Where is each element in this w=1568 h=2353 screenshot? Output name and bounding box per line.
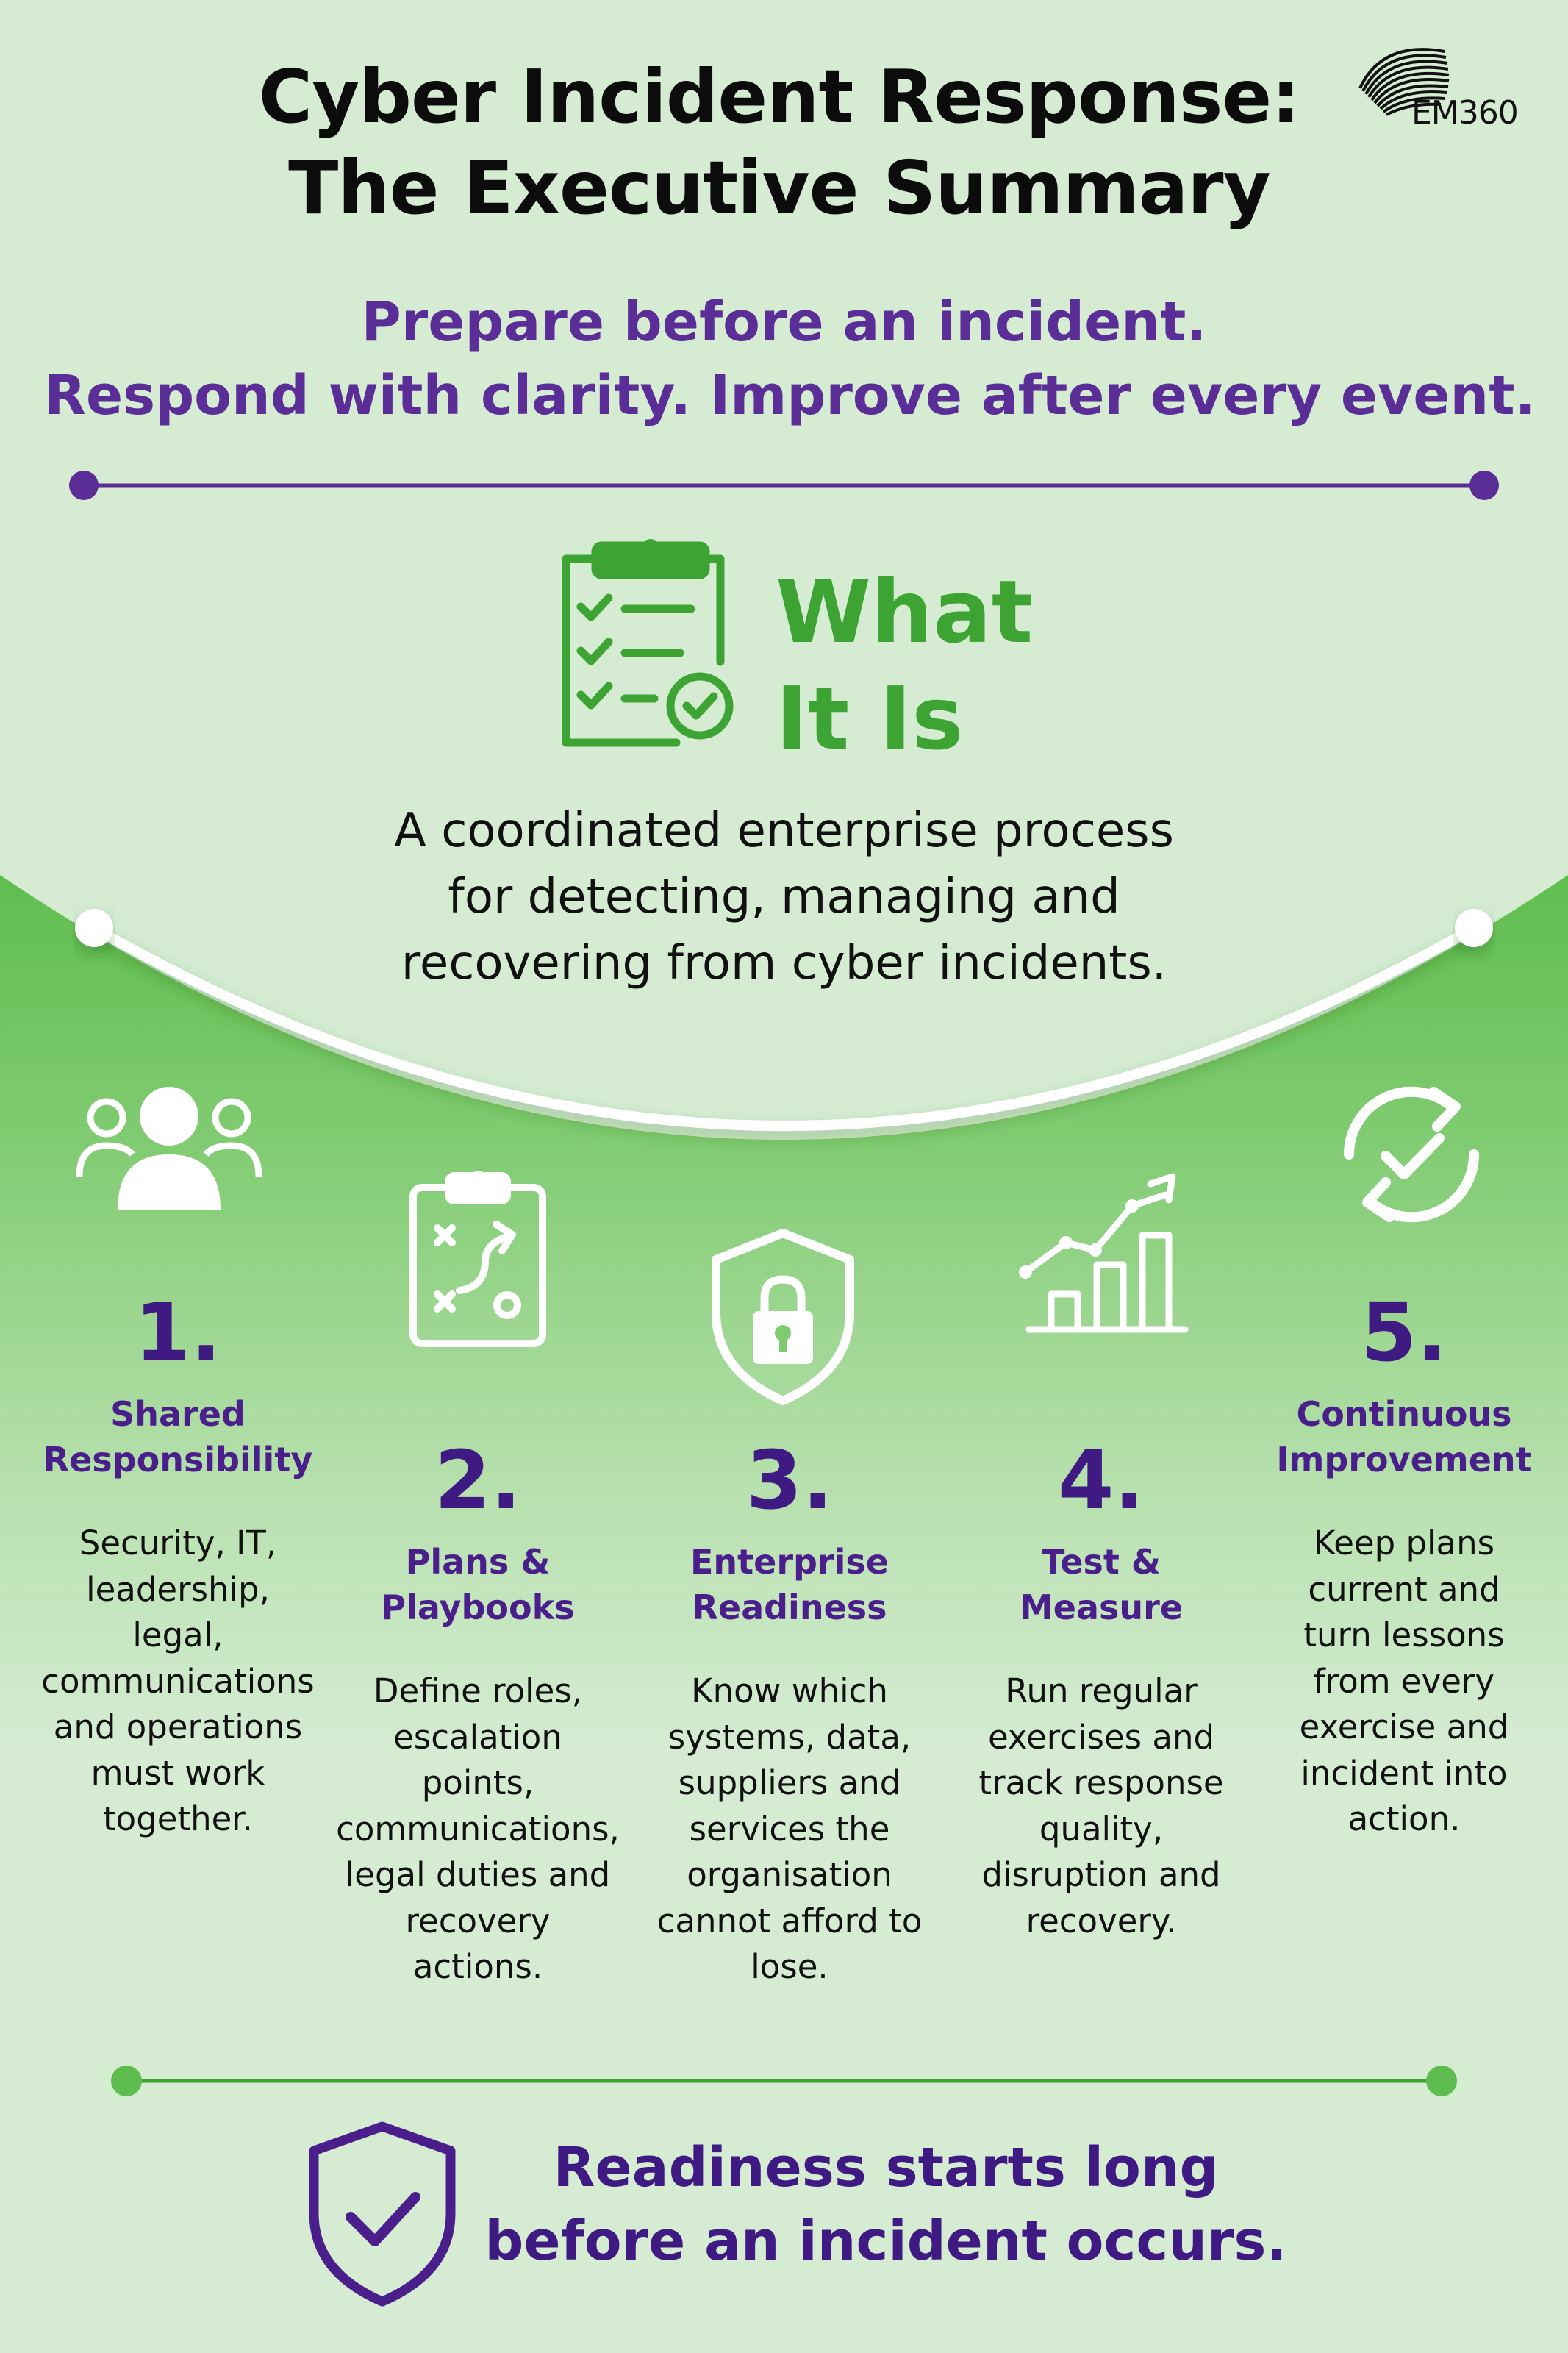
top-divider xyxy=(69,471,1499,500)
item-3: 3. Enterprise Readiness Know which syste… xyxy=(635,1436,944,1990)
item-5: 5. Continuous Improvement Keep plans cur… xyxy=(1250,1288,1558,1843)
logo-mark-icon xyxy=(1358,48,1450,116)
tagline: Prepare before an incident. Respond with… xyxy=(44,290,1536,427)
shield-check-icon xyxy=(309,2121,456,2307)
item-heading: Test & Measure xyxy=(1019,1542,1184,1627)
footer-message: Readiness starts long before an incident… xyxy=(484,2136,1287,2273)
item-number: 3. xyxy=(745,1433,834,1527)
shield-lock-icon xyxy=(712,1229,854,1405)
team-icon xyxy=(76,1087,262,1210)
curved-divider xyxy=(0,846,1568,1140)
item-heading: Continuous Improvement xyxy=(1276,1394,1532,1479)
item-body: Define roles, escalation points, communi… xyxy=(336,1671,620,1986)
logo-text: EM360 xyxy=(1411,94,1519,132)
strategy-clipboard-icon xyxy=(409,1171,546,1347)
item-heading: Enterprise Readiness xyxy=(690,1542,889,1627)
refresh-check-icon xyxy=(1343,1086,1480,1223)
item-1: 1. Shared Responsibility Security, IT, l… xyxy=(24,1288,332,1843)
item-number: 5. xyxy=(1360,1285,1448,1379)
item-number: 2. xyxy=(434,1433,522,1527)
em360-logo: EM360 xyxy=(1353,37,1551,154)
item-body: Run regular exercises and track response… xyxy=(978,1671,1224,1940)
item-heading: Shared Responsibility xyxy=(43,1394,313,1479)
page-title: Cyber Incident Response: The Executive S… xyxy=(258,54,1300,231)
item-body: Know which systems, data, suppliers and … xyxy=(656,1671,923,1986)
item-number: 4. xyxy=(1057,1433,1145,1527)
item-body: Keep plans current and turn lessons from… xyxy=(1299,1524,1509,1838)
item-2: 2. Plans & Playbooks Define roles, escal… xyxy=(323,1436,632,1990)
what-it-is-description: A coordinated enterprise process for det… xyxy=(394,804,1174,990)
bottom-divider xyxy=(111,2066,1457,2096)
item-4: 4. Test & Measure Run regular exercises … xyxy=(947,1436,1256,1944)
item-number: 1. xyxy=(134,1285,222,1379)
item-heading: Plans & Playbooks xyxy=(381,1542,575,1627)
what-it-is-title: What It Is xyxy=(776,561,1034,769)
checklist-clipboard-icon xyxy=(562,539,734,747)
growth-chart-icon xyxy=(1019,1173,1189,1333)
item-body: Security, IT, leadership, legal, communi… xyxy=(41,1524,315,1838)
